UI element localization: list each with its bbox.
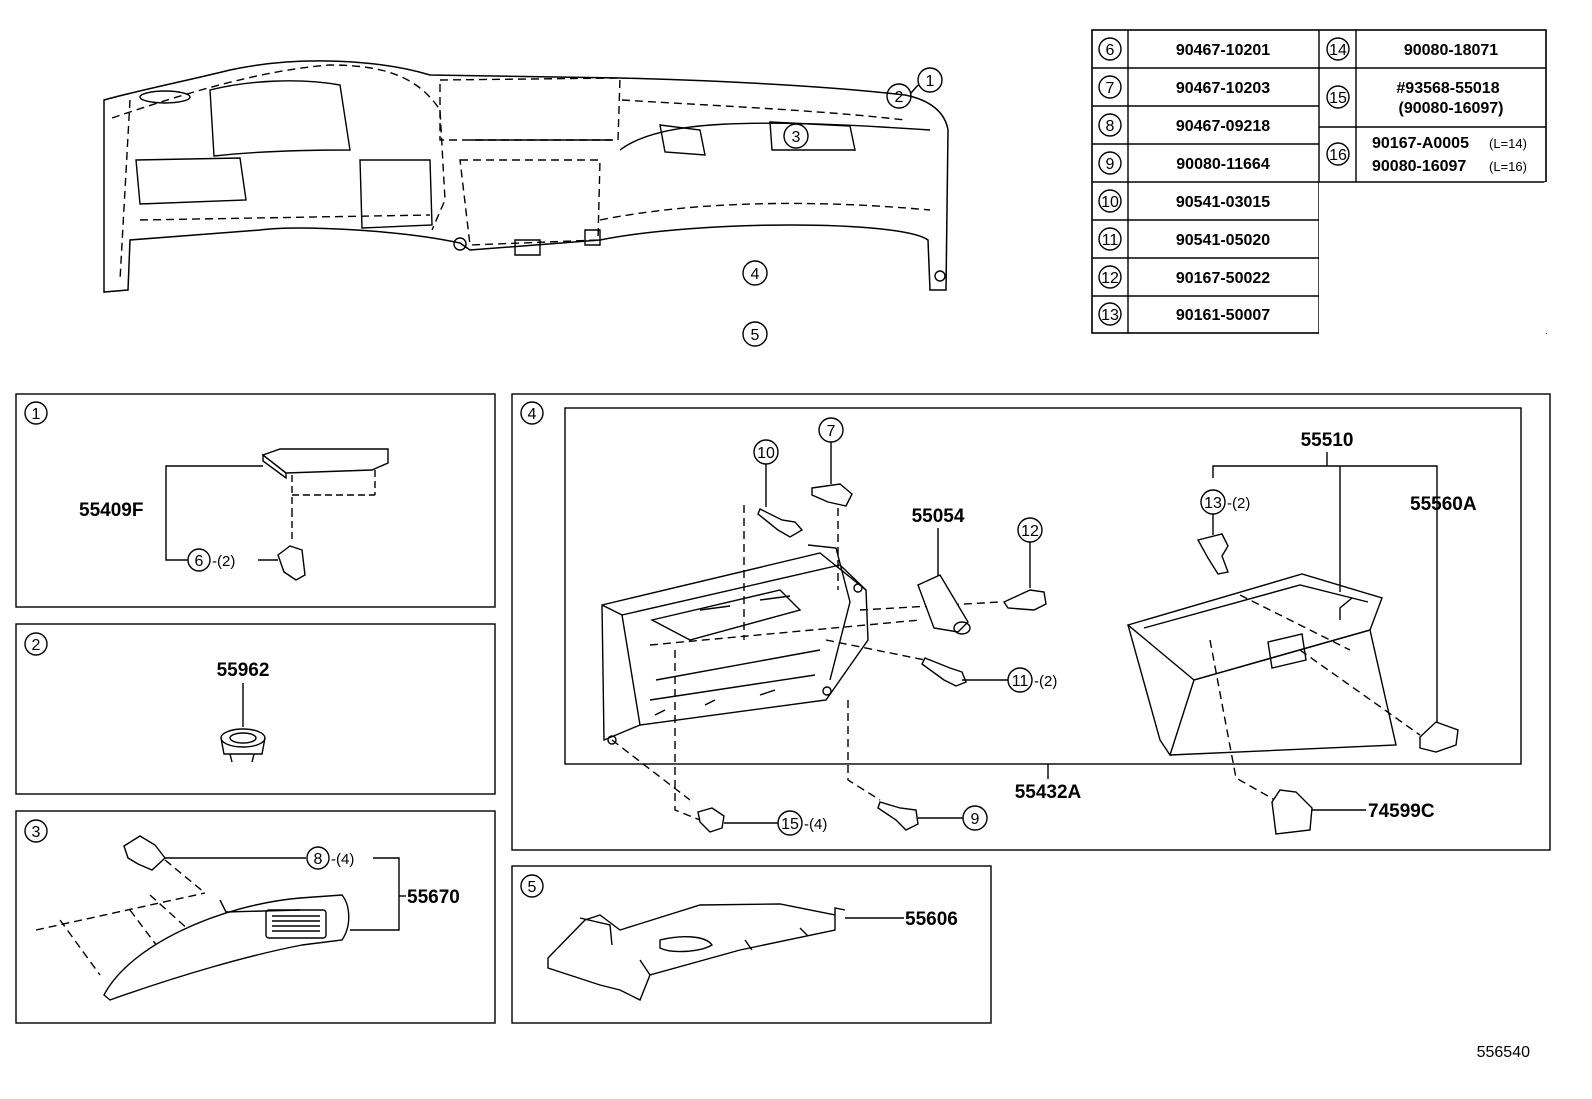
table-ref: 10 <box>1101 194 1119 211</box>
table-row: 14 90080-18071 <box>1326 37 1498 61</box>
part-number-label: 55409F <box>79 500 143 521</box>
table-ref: 7 <box>1106 80 1115 97</box>
part-number-label: 55606 <box>905 909 958 930</box>
table-row: 9 90080-11664 <box>1098 151 1270 175</box>
table-part-number: 90161-50007 <box>1176 307 1270 324</box>
part-number-label: 55510 <box>1301 430 1354 451</box>
fastener-quantity: -(4) <box>331 851 354 868</box>
panel-number: 2 <box>32 637 41 654</box>
fastener-ref: 6 <box>195 553 204 570</box>
table-part-number-alt: 90080-16097 <box>1372 158 1466 175</box>
table-row: 15 #93568-55018 (90080-16097) <box>1326 80 1504 117</box>
detail-panel-4: 4 10 7 55054 <box>511 393 1551 851</box>
table-part-number: 90080-11664 <box>1176 156 1270 173</box>
table-row: 11 90541-05020 <box>1098 227 1270 251</box>
table-ref: 14 <box>1329 42 1347 59</box>
table-ref: 16 <box>1329 147 1347 164</box>
table-ref: 11 <box>1102 232 1119 249</box>
callout-ref: 2 <box>895 89 904 106</box>
table-part-number: 90541-03015 <box>1176 194 1270 211</box>
table-row: 12 90167-50022 <box>1098 265 1270 289</box>
table-row: 7 90467-10203 <box>1098 75 1270 99</box>
table-length-note: (L=16) <box>1489 159 1527 174</box>
table-row: 8 90467-09218 <box>1098 113 1270 137</box>
panel-number: 5 <box>528 879 537 896</box>
part-number-label: 74599C <box>1368 801 1435 822</box>
panel-number: 3 <box>32 824 41 841</box>
fastener-ref: 13 <box>1204 495 1222 512</box>
table-row: 13 90161-50007 <box>1098 302 1270 326</box>
figure-id: 556540 <box>1477 1044 1530 1061</box>
table-part-number: 90541-05020 <box>1176 232 1270 249</box>
table-ref: 12 <box>1101 270 1119 287</box>
part-number-label: 55560A <box>1410 494 1477 515</box>
fastener-ref: 15 <box>781 816 799 833</box>
detail-panel-2: 2 55962 <box>15 623 496 795</box>
table-ref: 15 <box>1329 90 1347 107</box>
table-ref: 13 <box>1101 307 1119 324</box>
fastener-ref: 10 <box>757 445 775 462</box>
callout-ref: 1 <box>926 73 935 90</box>
table-ref: 9 <box>1106 156 1115 173</box>
table-row: 6 90467-10201 <box>1098 37 1270 61</box>
part-number-table: 6 90467-10201 7 90467-10203 8 90467-0921… <box>1091 29 1548 335</box>
fastener-quantity: -(4) <box>804 816 827 833</box>
callout-ref: 5 <box>751 327 760 344</box>
panel-number: 1 <box>32 406 41 423</box>
table-part-number: 90167-A0005 <box>1372 135 1469 152</box>
table-length-note: (L=14) <box>1489 136 1527 151</box>
part-number-label: 55670 <box>407 887 460 908</box>
detail-panel-5: 5 55606 <box>511 865 992 1024</box>
fastener-ref: 12 <box>1021 523 1039 540</box>
detail-panel-1: 1 55409F 6 -(2) <box>15 393 496 608</box>
table-part-number: 90467-10201 <box>1176 42 1270 59</box>
part-number-label: 55962 <box>217 660 270 681</box>
fastener-ref: 7 <box>827 423 836 440</box>
panel-number: 4 <box>528 406 537 423</box>
callout-ref: 4 <box>751 266 760 283</box>
fastener-quantity: -(2) <box>1034 673 1057 690</box>
table-part-number: #93568-55018 <box>1396 80 1499 97</box>
detail-panel-3: 3 8 -(4) 55670 <box>15 810 496 1024</box>
fastener-quantity: -(2) <box>212 553 235 570</box>
fastener-quantity: -(2) <box>1227 495 1250 512</box>
callout-ref: 3 <box>792 129 801 146</box>
table-part-number: 90467-10203 <box>1176 80 1270 97</box>
table-part-number: 90080-18071 <box>1404 42 1498 59</box>
table-ref: 8 <box>1106 118 1115 135</box>
fastener-ref: 9 <box>971 811 980 828</box>
table-row: 10 90541-03015 <box>1098 189 1270 213</box>
part-number-label: 55432A <box>1015 782 1082 803</box>
table-part-number: 90167-50022 <box>1176 270 1270 287</box>
table-row: 16 90167-A0005 (L=14) 90080-16097 (L=16) <box>1326 135 1527 175</box>
table-ref: 6 <box>1106 42 1115 59</box>
dashboard-overview: 1 2 3 4 5 <box>103 60 949 347</box>
table-part-number: 90467-09218 <box>1176 118 1270 135</box>
table-part-number-alt: (90080-16097) <box>1399 100 1504 117</box>
part-number-label: 55054 <box>912 506 965 527</box>
fastener-ref: 8 <box>314 851 323 868</box>
fastener-ref: 11 <box>1012 673 1029 690</box>
